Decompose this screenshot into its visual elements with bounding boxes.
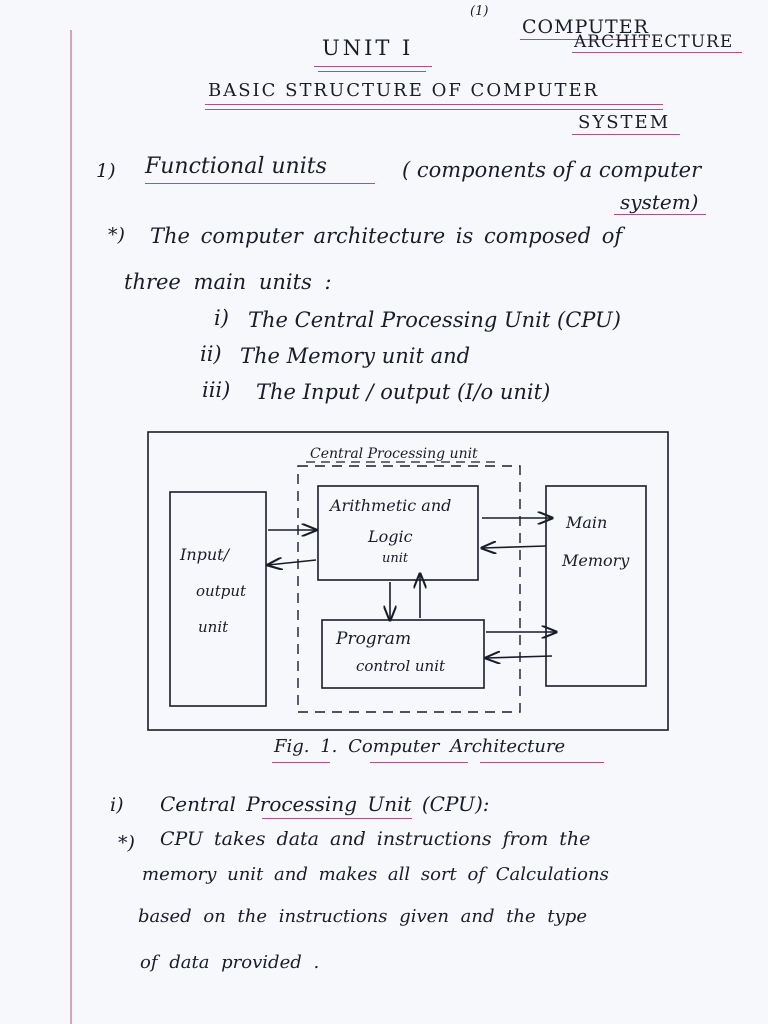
main-heading-line-1: BASIC STRUCTURE OF COMPUTER — [208, 80, 600, 101]
main-heading-line-2: SYSTEM — [578, 112, 671, 133]
control-label-line-1: Program — [335, 629, 411, 649]
subject-line-2: ARCHITECTURE — [574, 32, 734, 52]
section-1-title-underline — [145, 183, 375, 184]
section-1-paren-underline — [614, 214, 706, 215]
io-label-line-2: output — [196, 582, 247, 600]
section-1-intro-line-2: three main units : — [124, 270, 332, 294]
section-2-title: Central Processing Unit (CPU): — [160, 792, 490, 816]
section-1-paren-line-2: system) — [620, 190, 699, 214]
page-number: (1) — [470, 4, 489, 19]
control-unit-box — [321, 619, 485, 689]
cpu-dashed-boundary — [297, 465, 521, 713]
section-2-number: i) — [110, 794, 124, 816]
caption-underline-3 — [480, 762, 604, 763]
list-item-1-text: The Central Processing Unit (CPU) — [248, 308, 621, 332]
memory-label-line-2: Memory — [561, 551, 630, 570]
main-heading-underline-1b — [205, 109, 663, 110]
main-heading-underline-2 — [572, 134, 680, 135]
caption-underline-1 — [272, 762, 330, 763]
list-item-2-marker: ii) — [200, 342, 222, 366]
section-2-line-4: of data provided . — [140, 952, 320, 973]
section-1-paren-line-1: ( components of a computer — [402, 158, 702, 182]
subject-underline-2 — [572, 52, 742, 53]
list-item-1-marker: i) — [214, 306, 229, 330]
unit-title: UNIT I — [322, 36, 414, 60]
caption-underline-2 — [370, 762, 468, 763]
io-unit-box — [169, 491, 267, 707]
section-2-line-3: based on the instructions given and the … — [138, 906, 587, 927]
alu-label-line-2: Logic — [367, 527, 413, 546]
arrow-alu-to-io — [268, 560, 317, 565]
arrow-memory-to-control — [486, 656, 553, 658]
margin-line — [70, 30, 72, 1024]
section-2-line-1: CPU takes data and instructions from the — [160, 828, 591, 850]
memory-label-line-1: Main — [565, 513, 607, 532]
list-item-3-text: The Input / output (I/o unit) — [256, 380, 551, 404]
io-label-line-3: unit — [198, 618, 229, 636]
section-2-line-2: memory unit and makes all sort of Calcul… — [142, 864, 609, 885]
figure-caption: Fig. 1. Computer Architecture — [274, 736, 566, 757]
cpu-label: Central Processing unit — [310, 446, 478, 462]
section-2-title-underline — [262, 818, 412, 819]
subject-underline-1 — [520, 39, 648, 40]
alu-box — [317, 485, 479, 581]
alu-label-line-3: unit — [382, 551, 409, 566]
section-2-bullet: *) — [118, 832, 135, 854]
list-item-3-marker: iii) — [202, 378, 231, 402]
alu-label-line-1: Arithmetic and — [328, 496, 451, 515]
subject-line-1: COMPUTER — [522, 16, 649, 38]
section-1-number: 1) — [96, 160, 116, 182]
unit-title-underline — [314, 66, 432, 67]
main-memory-box — [545, 485, 647, 687]
outer-frame — [147, 431, 669, 731]
arrow-memory-to-alu — [482, 546, 547, 548]
main-heading-underline-1 — [205, 104, 663, 105]
io-label-line-1: Input/ — [179, 545, 231, 564]
list-item-2-text: The Memory unit and — [240, 344, 471, 368]
section-1-intro-line-1: The computer architecture is composed of — [150, 224, 623, 248]
section-1-title: Functional units — [145, 154, 327, 179]
section-1-bullet: *) — [108, 224, 125, 246]
unit-title-underline-2 — [318, 71, 426, 72]
control-label-line-2: control unit — [356, 657, 446, 675]
